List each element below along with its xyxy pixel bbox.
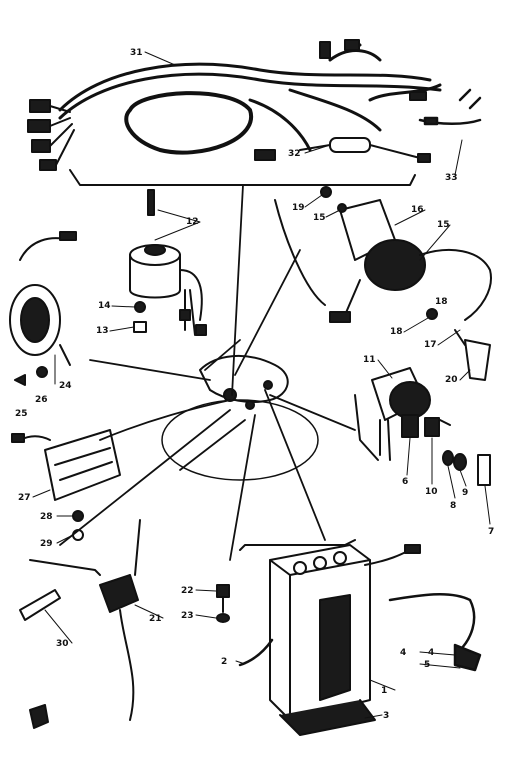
callout-26: 26 xyxy=(35,395,48,405)
relay-11 xyxy=(371,367,431,461)
coil-bracket xyxy=(274,199,326,306)
horn xyxy=(9,231,77,366)
callout-6: 6 xyxy=(402,477,408,487)
callout-22: 22 xyxy=(181,586,194,596)
coil-bolt-19 xyxy=(320,186,332,198)
callout-13: 13 xyxy=(96,326,109,336)
harness-bracket xyxy=(69,169,416,186)
callout-30: 30 xyxy=(56,639,69,649)
callout-18-secondary: 18 xyxy=(435,297,448,307)
battery-lead-2 xyxy=(238,638,274,667)
callout-4-secondary: 4 xyxy=(400,648,406,658)
callout-9: 9 xyxy=(462,488,468,498)
callout-23: 23 xyxy=(181,611,194,621)
callout-27: 27 xyxy=(18,493,31,503)
switch-washer-13 xyxy=(133,321,147,333)
wire-lead-33 xyxy=(418,88,482,126)
callout-21: 21 xyxy=(149,614,162,624)
switch-nut-14 xyxy=(134,301,146,313)
bolt-30 xyxy=(19,589,61,621)
coil-nut-18 xyxy=(426,308,438,320)
battery-cable-4 xyxy=(388,592,482,672)
callout-31: 31 xyxy=(130,48,143,58)
relay-part-6 xyxy=(401,414,419,438)
wire-harness xyxy=(58,43,442,155)
regulator xyxy=(11,429,121,501)
horn-nut-26 xyxy=(36,366,48,378)
callout-24: 24 xyxy=(59,381,72,391)
relay-bracket xyxy=(354,394,379,461)
relay-part-10 xyxy=(424,417,451,437)
horn-bolt-25 xyxy=(14,374,26,386)
main-switch xyxy=(129,189,207,336)
callout-11: 11 xyxy=(363,355,376,365)
callout-18: 18 xyxy=(390,327,403,337)
battery xyxy=(269,544,421,721)
washer-23 xyxy=(216,613,230,623)
callout-32: 32 xyxy=(288,149,301,159)
callout-29: 29 xyxy=(40,539,53,549)
ignition-coil xyxy=(329,199,492,323)
harness-connector-bundle-left xyxy=(27,99,75,171)
spark-plug-cap-20 xyxy=(454,329,491,381)
callout-33: 33 xyxy=(445,173,458,183)
callout-leaders xyxy=(32,51,491,719)
clip-part xyxy=(29,704,49,729)
callout-17: 17 xyxy=(424,340,437,350)
callout-28: 28 xyxy=(40,512,53,522)
battery-bracket xyxy=(239,539,356,551)
leader-lines xyxy=(59,184,356,561)
callout-3: 3 xyxy=(383,711,389,721)
battery-tray-3 xyxy=(279,699,376,736)
callout-19: 19 xyxy=(292,203,305,213)
callout-20: 20 xyxy=(445,375,458,385)
washer-9 xyxy=(442,450,454,466)
fuse-holder-32 xyxy=(299,137,431,163)
callout-14: 14 xyxy=(98,301,111,311)
callout-2: 2 xyxy=(221,657,227,667)
callout-25: 25 xyxy=(15,409,28,419)
callout-7: 7 xyxy=(488,527,494,537)
callout-10: 10 xyxy=(425,487,438,497)
callout-1: 1 xyxy=(381,686,387,696)
callout-12: 12 xyxy=(186,217,199,227)
bolt-22 xyxy=(216,584,230,613)
bolt-7 xyxy=(477,454,491,486)
callout-8: 8 xyxy=(450,501,456,511)
flasher-relay-21 xyxy=(99,519,141,721)
callout-15: 15 xyxy=(437,220,450,230)
callout-16: 16 xyxy=(411,205,424,215)
callout-15-secondary: 15 xyxy=(313,213,326,223)
regulator-screw-28 xyxy=(72,510,84,522)
washer-8 xyxy=(453,453,467,471)
bracket-30-21 xyxy=(29,559,101,576)
harness-connector-top xyxy=(254,39,427,161)
